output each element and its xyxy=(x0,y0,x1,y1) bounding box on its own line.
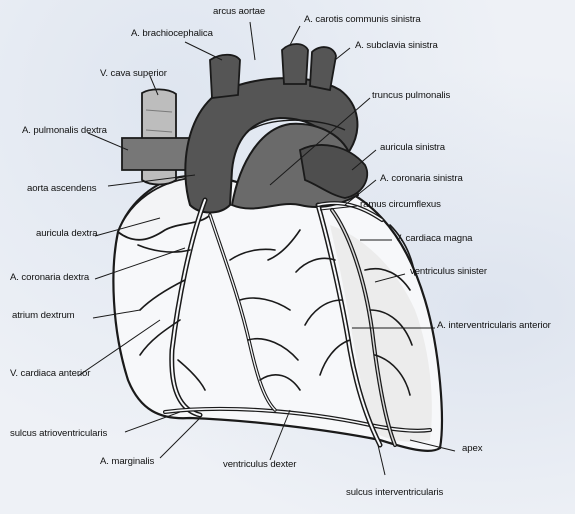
label-sulcus-av: sulcus atrioventricularis xyxy=(10,428,107,439)
label-marginalis: A. marginalis xyxy=(100,456,154,467)
label-brachiocephalica: A. brachiocephalica xyxy=(131,28,213,39)
label-ventr-sinister: ventriculus sinister xyxy=(410,266,487,277)
label-arcus-aortae: arcus aortae xyxy=(213,6,265,17)
label-coronaria-sinistra: A. coronaria sinistra xyxy=(380,173,463,184)
label-cava-superior: V. cava superior xyxy=(100,68,167,79)
label-pulm-dextra: A. pulmonalis dextra xyxy=(22,125,107,136)
label-auricula-dextra: auricula dextra xyxy=(36,228,97,239)
label-aorta-ascendens: aorta ascendens xyxy=(27,183,96,194)
label-apex: apex xyxy=(462,443,482,454)
label-interventricularis: A. interventricularis anterior xyxy=(437,320,551,331)
a-subclavia xyxy=(310,47,336,90)
label-cardiaca-anterior: V. cardiaca anterior xyxy=(10,368,90,379)
a-carotis-communis xyxy=(282,44,308,84)
label-subclavia: A. subclavia sinistra xyxy=(355,40,438,51)
label-atrium: atrium dextrum xyxy=(12,310,75,321)
label-ramus: ramus circumflexus xyxy=(360,199,441,210)
label-ventr-dexter: ventriculus dexter xyxy=(223,459,296,470)
label-cardiaca-magna: V. cardiaca magna xyxy=(395,233,472,244)
label-auricula-sinistra: auricula sinistra xyxy=(380,142,445,153)
label-carotis: A. carotis communis sinistra xyxy=(304,14,421,25)
label-sulcus-iv: sulcus interventricularis xyxy=(346,487,443,498)
a-brachiocephalica xyxy=(210,55,240,98)
label-coronaria-dextra: A. coronaria dextra xyxy=(10,272,89,283)
label-truncus: truncus pulmonalis xyxy=(372,90,450,101)
